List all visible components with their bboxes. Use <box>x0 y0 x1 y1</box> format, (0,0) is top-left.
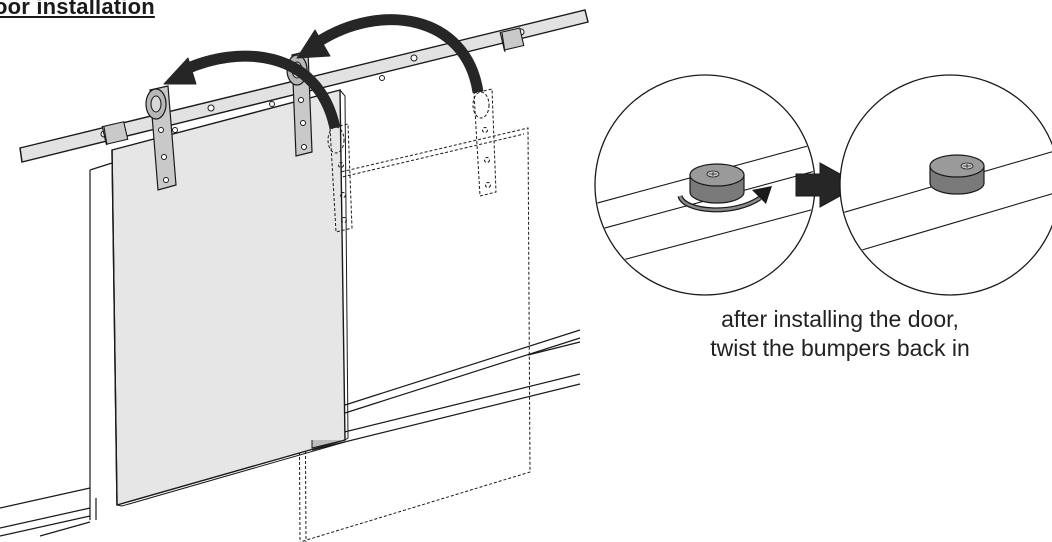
rotate-arrow-icon <box>677 186 772 213</box>
detail-circle-before <box>594 74 816 296</box>
caption-line-2: twist the bumpers back in <box>710 335 970 361</box>
instruction-caption: after installing the door, twist the bum… <box>615 305 1052 363</box>
curved-arrow-icon <box>163 14 484 130</box>
bumper-installed <box>929 154 985 195</box>
barn-door <box>111 89 349 507</box>
detail-circle-after <box>839 74 1052 296</box>
rail-stop-right <box>499 27 525 53</box>
rail-stop-left <box>101 121 129 146</box>
wall-lines <box>0 162 581 537</box>
hanger-target-right <box>472 88 497 197</box>
hanger-target-middle <box>327 123 353 233</box>
bumper-loose <box>689 163 745 204</box>
hanger-strap-left <box>145 85 177 191</box>
diagram-title: oor installation <box>0 0 155 19</box>
caption-line-1: after installing the door, <box>721 306 959 332</box>
